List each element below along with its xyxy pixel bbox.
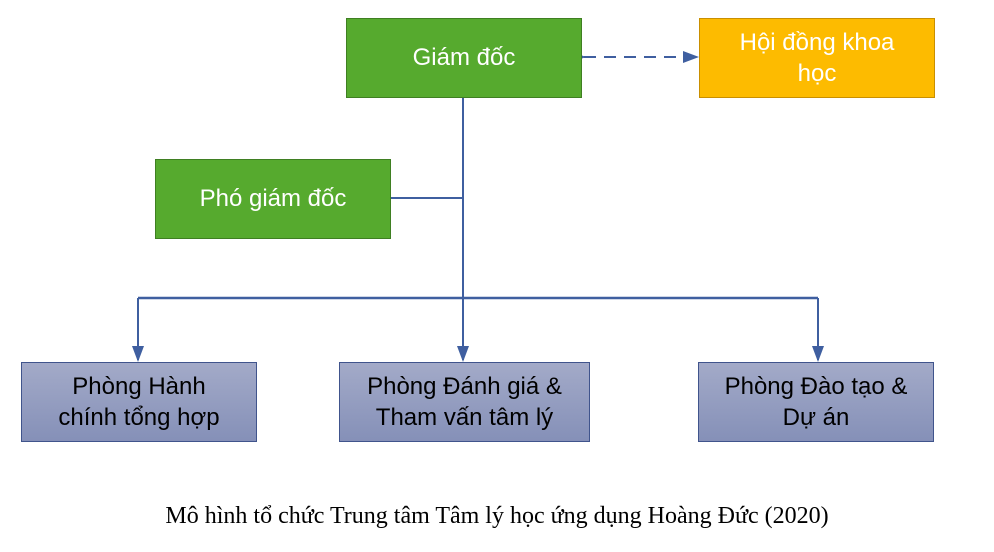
department-box-training: Phòng Đào tạo & Dự án — [698, 362, 934, 442]
science-council-label: Hội đồng khoa học — [739, 28, 895, 87]
science-council-box: Hội đồng khoa học — [699, 18, 935, 98]
department-box-admin: Phòng Hành chính tổng hợp — [21, 362, 257, 442]
director-box: Giám đốc — [346, 18, 582, 98]
department-label: Phòng Đào tạo & Dự án — [724, 372, 908, 431]
director-label: Giám đốc — [412, 44, 516, 72]
department-label: Phòng Đánh giá & Tham vấn tâm lý — [367, 372, 562, 431]
department-label: Phòng Hành chính tổng hợp — [58, 372, 220, 431]
deputy-director-label: Phó giám đốc — [199, 185, 347, 213]
deputy-director-box: Phó giám đốc — [155, 159, 391, 239]
department-box-assessment: Phòng Đánh giá & Tham vấn tâm lý — [339, 362, 590, 442]
figure-caption: Mô hình tổ chức Trung tâm Tâm lý học ứng… — [165, 503, 829, 529]
